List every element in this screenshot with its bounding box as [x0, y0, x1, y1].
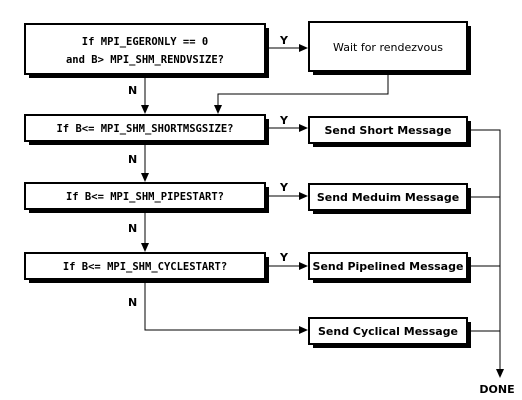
- action-medium: Send Meduim Message: [308, 183, 471, 214]
- action-rendezvous: Wait for rendezvous: [308, 21, 471, 75]
- decision-shortmsg: If B<= MPI_SHM_SHORTMSGSIZE?: [24, 114, 269, 145]
- label-d4-no: N: [128, 296, 137, 309]
- action-pipelined-label: Send Pipelined Message: [313, 260, 464, 273]
- arrowhead-done: [496, 369, 504, 378]
- action-short: Send Short Message: [308, 116, 471, 147]
- decision-cyclestart: If B<= MPI_SHM_CYCLESTART?: [24, 252, 269, 283]
- arrowhead-d2-no: [141, 173, 149, 182]
- action-pipelined: Send Pipelined Message: [308, 252, 471, 283]
- decision-shortmsg-label: If B<= MPI_SHM_SHORTMSGSIZE?: [56, 123, 233, 135]
- decision-pipestart: If B<= MPI_SHM_PIPESTART?: [24, 182, 269, 213]
- arrowhead-d3-yes: [299, 192, 308, 200]
- edge-rendezvous-merge: [217, 72, 389, 107]
- arrowhead-rendezvous-merge: [214, 105, 222, 114]
- action-medium-label: Send Meduim Message: [317, 191, 459, 204]
- done-label: DONE: [479, 383, 514, 396]
- label-d1-yes: Y: [279, 34, 289, 47]
- arrowhead-d1-yes: [299, 44, 308, 52]
- decision-pipestart-label: If B<= MPI_SHM_PIPESTART?: [66, 191, 224, 203]
- arrowhead-d4-no: [299, 326, 308, 334]
- label-d3-yes: Y: [279, 181, 289, 194]
- action-cyclical: Send Cyclical Message: [308, 317, 471, 348]
- action-rendezvous-label: Wait for rendezvous: [333, 41, 443, 54]
- edge-d4-no: [144, 280, 301, 331]
- label-d4-yes: Y: [279, 251, 289, 264]
- decision-eageronly-line2: and B> MPI_SHM_RENDVSIZE?: [66, 54, 224, 66]
- label-d2-no: N: [128, 153, 137, 166]
- label-d1-no: N: [128, 84, 137, 97]
- label-d3-no: N: [128, 222, 137, 235]
- arrowhead-d2-yes: [299, 124, 308, 132]
- decision-cyclestart-label: If B<= MPI_SHM_CYCLESTART?: [63, 261, 227, 273]
- arrowhead-d3-no: [141, 243, 149, 252]
- decision-eageronly: If MPI_EGERONLY == 0 and B> MPI_SHM_REND…: [24, 23, 269, 78]
- arrowhead-d4-yes: [299, 262, 308, 270]
- action-short-label: Send Short Message: [325, 124, 452, 137]
- arrowhead-d1-no: [141, 105, 149, 114]
- action-cyclical-label: Send Cyclical Message: [318, 325, 458, 338]
- edge-short-done: [470, 129, 501, 372]
- label-d2-yes: Y: [279, 114, 289, 127]
- decision-eageronly-line1: If MPI_EGERONLY == 0: [82, 36, 208, 48]
